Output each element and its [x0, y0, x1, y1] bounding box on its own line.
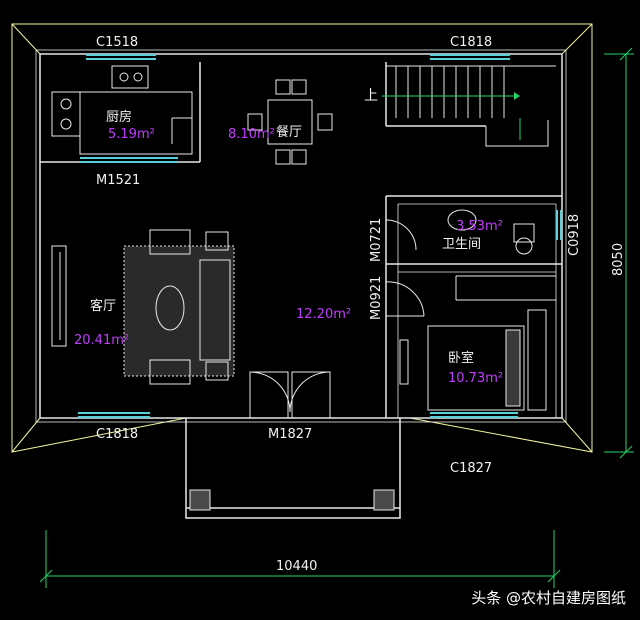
kitchen-fixtures [51, 65, 193, 155]
watermark-account: @农村自建房图纸 [505, 589, 626, 607]
window-label-top-left: C1518 [96, 35, 138, 50]
bedroom-bed [399, 309, 547, 411]
living-room-sofa [51, 229, 235, 385]
window-label-top-right: C1818 [450, 35, 492, 50]
room-area-kitchen: 5.19m² [108, 127, 155, 142]
room-area-dining: 8.10m² [228, 127, 275, 142]
door-label-entrance: M1827 [268, 427, 312, 442]
room-name-kitchen: 厨房 [106, 109, 132, 125]
window-label-bottom-left: C1818 [96, 427, 138, 442]
room-name-bedroom: 卧室 [448, 350, 474, 366]
dimension-lines [39, 47, 634, 588]
staircase [382, 65, 556, 147]
room-name-living: 客厅 [90, 298, 116, 314]
door-swings [249, 219, 425, 419]
window-marks [78, 54, 562, 418]
watermark-platform: 头条 [471, 589, 502, 607]
window-label-right: C0918 [567, 214, 582, 256]
door-label-kitchen: M1521 [96, 173, 140, 188]
room-name-bath: 卫生间 [442, 237, 481, 252]
room-area-bath: 3.53m² [456, 219, 503, 234]
room-name-dining: 餐厅 [276, 124, 302, 140]
room-area-hall: 12.20m² [296, 307, 351, 322]
bathroom-fixtures [447, 209, 556, 301]
porch-columns [189, 489, 395, 511]
roof-outline [11, 23, 593, 453]
window-label-bottom-right: C1827 [450, 461, 492, 476]
dimension-depth: 8050 [611, 243, 626, 276]
dining-table [247, 79, 333, 165]
door-label-bath: M0721 [369, 218, 384, 262]
room-area-living: 20.41m² [74, 333, 129, 348]
dimension-width: 10440 [276, 559, 317, 574]
watermark: 头条 @农村自建房图纸 [471, 587, 626, 608]
stairs-up-label: 上 [364, 88, 378, 104]
room-area-bedroom: 10.73m² [448, 371, 503, 386]
door-label-bedroom: M0921 [369, 276, 384, 320]
